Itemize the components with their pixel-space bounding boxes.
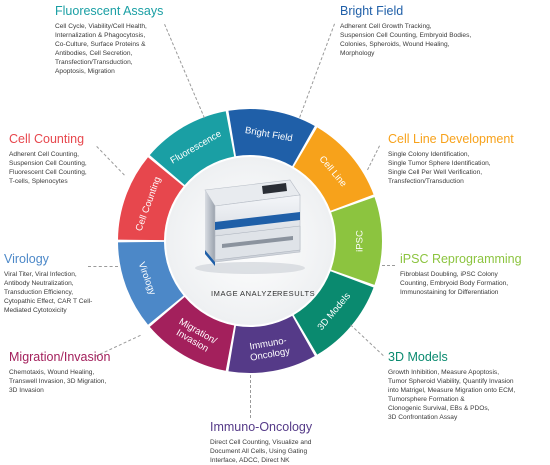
segment-3d-models	[293, 271, 374, 355]
segment-migration-invasion	[149, 296, 235, 371]
3d-models-line: Tumor Spheroid Viability, Quantify Invas…	[388, 378, 514, 385]
virology-line: Cytopathic Effect, CAR T Cell-	[4, 298, 93, 305]
bright-field-line: Colonies, Spheroids, Wound Healing,	[340, 41, 450, 48]
fluorescent-assays-block: Fluorescent Assays Cell Cycle, Viability…	[55, 4, 163, 76]
segment-label: iPSC	[355, 230, 366, 252]
fluorescent-assays-title: Fluorescent Assays	[55, 4, 164, 18]
immuno-oncology-description: Direct Cell Counting, Visualize and Docu…	[210, 438, 312, 465]
3d-models-line: Tumorsphere Formation &	[388, 396, 465, 403]
cell-counting-description: Adherent Cell Counting, Suspension Cell …	[9, 150, 87, 186]
migration-invasion-line: Chemotaxis, Wound Healing,	[9, 369, 95, 376]
fluorescent-assays-line: Co-Culture, Surface Proteins &	[55, 41, 146, 48]
imaging-instrument-illustration	[195, 179, 305, 274]
cell-counting-line: T-cells, Splenocytes	[9, 178, 68, 185]
bright-field-title: Bright Field	[340, 4, 404, 18]
immuno-oncology-block: Immuno-Oncology Direct Cell Counting, Vi…	[210, 420, 312, 465]
ipsc-reprogramming-title: iPSC Reprogramming	[400, 252, 522, 266]
virology-line: Transduction Efficiency,	[4, 289, 74, 296]
segment-label: Immuno-Oncology	[249, 335, 291, 363]
immuno-oncology-line: Direct Cell Counting, Visualize and	[210, 439, 312, 446]
segment-bright-field	[228, 109, 315, 167]
virology-description: Viral Titer, Viral Infection, Antibody N…	[4, 270, 92, 315]
center-caption-image: IMAGE	[211, 289, 238, 298]
immuno-oncology-line: Interface, ADCC, Direct NK	[210, 457, 290, 464]
bright-field-line: Adherent Cell Growth Tracking,	[340, 23, 432, 30]
segment-cell-line	[293, 127, 374, 211]
bright-field-line: Morphology	[340, 50, 375, 57]
bright-field-line: Suspension Cell Counting, Embryoid Bodie…	[340, 32, 472, 39]
bright-field-block: Bright Field Adherent Cell Growth Tracki…	[340, 4, 471, 58]
fluorescent-assays-description: Cell Cycle, Viability/Cell Health, Inter…	[55, 22, 163, 76]
fluorescent-assays-line: Transfection/Transduction,	[55, 59, 133, 66]
3d-models-line: 3D Confrontation Assay	[388, 414, 458, 421]
immuno-oncology-title: Immuno-Oncology	[210, 420, 313, 434]
immuno-oncology-line: Document All Cells, Using Gating	[210, 448, 308, 455]
3d-models-line: into Matrigel, Measure Migration onto EC…	[388, 387, 516, 394]
leader-line	[382, 265, 395, 266]
3d-models-line: Clonogenic Survival, EBs & PDOs,	[388, 405, 490, 412]
ipsc-reprogramming-block: iPSC Reprogramming Fibroblast Doubling, …	[400, 252, 522, 297]
segment-virology	[118, 241, 184, 325]
segment-fluorescence	[149, 111, 235, 186]
migration-invasion-line: Transwell Invasion, 3D Migration,	[9, 378, 107, 385]
virology-title: Virology	[4, 252, 49, 266]
cell-counting-title: Cell Counting	[9, 132, 85, 146]
3d-models-title: 3D Models	[388, 350, 448, 364]
cell-counting-line: Suspension Cell Counting,	[9, 160, 87, 167]
virology-line: Viral Titer, Viral Infection,	[4, 271, 77, 278]
fluorescent-assays-line: Apoptosis, Migration	[55, 68, 115, 75]
cell-line-development-line: Single Tumor Sphere Identification,	[388, 160, 491, 167]
migration-invasion-description: Chemotaxis, Wound Healing, Transwell Inv…	[9, 368, 110, 395]
ipsc-reprogramming-line: Fibroblast Doubling, iPSC Colony	[400, 271, 498, 278]
virology-line: Mediated Cytotoxicity	[4, 307, 67, 314]
cell-counting-line: Fluorescent Cell Counting,	[9, 169, 87, 176]
leader-line	[250, 375, 251, 418]
fluorescent-assays-line: Antibodies, Cell Secretion,	[55, 50, 133, 57]
3d-models-line: Growth Inhibition, Measure Apoptosis,	[388, 369, 500, 376]
ipsc-reprogramming-line: Immunostaining for Differentiation	[400, 289, 499, 296]
cell-line-development-description: Single Colony Identification, Single Tum…	[388, 150, 514, 186]
virology-block: Virology Viral Titer, Viral Infection, A…	[4, 252, 92, 315]
migration-invasion-block: Migration/Invasion Chemotaxis, Wound Hea…	[9, 350, 110, 395]
cell-line-development-title: Cell Line Development	[388, 132, 514, 146]
cell-line-development-line: Transfection/Transduction	[388, 178, 464, 185]
virology-line: Antibody Neutralization,	[4, 280, 74, 287]
leader-line	[88, 266, 118, 267]
3d-models-block: 3D Models Growth Inhibition, Measure Apo…	[388, 350, 515, 422]
ipsc-reprogramming-line: Counting, Embryoid Body Formation,	[400, 280, 509, 287]
segment-immuno-oncology	[228, 315, 315, 373]
fluorescent-assays-line: Cell Cycle, Viability/Cell Health,	[55, 23, 147, 30]
migration-invasion-title: Migration/Invasion	[9, 350, 111, 364]
migration-invasion-line: 3D Invasion	[9, 387, 44, 394]
fluorescent-assays-line: Internalization & Phagocytosis,	[55, 32, 146, 39]
cell-counting-block: Cell Counting Adherent Cell Counting, Su…	[9, 132, 87, 186]
bright-field-description: Adherent Cell Growth Tracking, Suspensio…	[340, 22, 471, 58]
cell-counting-line: Adherent Cell Counting,	[9, 151, 80, 158]
segment-label-text: iPSC	[355, 230, 366, 252]
ipsc-reprogramming-description: Fibroblast Doubling, iPSC Colony Countin…	[400, 270, 522, 297]
3d-models-description: Growth Inhibition, Measure Apoptosis, Tu…	[388, 368, 515, 422]
center-caption-analyze: ANALYZE	[240, 289, 278, 298]
cell-line-development-block: Cell Line Development Single Colony Iden…	[388, 132, 514, 186]
cell-line-development-line: Single Colony Identification,	[388, 151, 470, 158]
center-caption-results: RESULTS	[277, 289, 315, 298]
cell-line-development-line: Single Cell Per Well Verification,	[388, 169, 483, 176]
segment-ipsc	[331, 197, 383, 285]
segment-cell-counting	[118, 157, 184, 241]
